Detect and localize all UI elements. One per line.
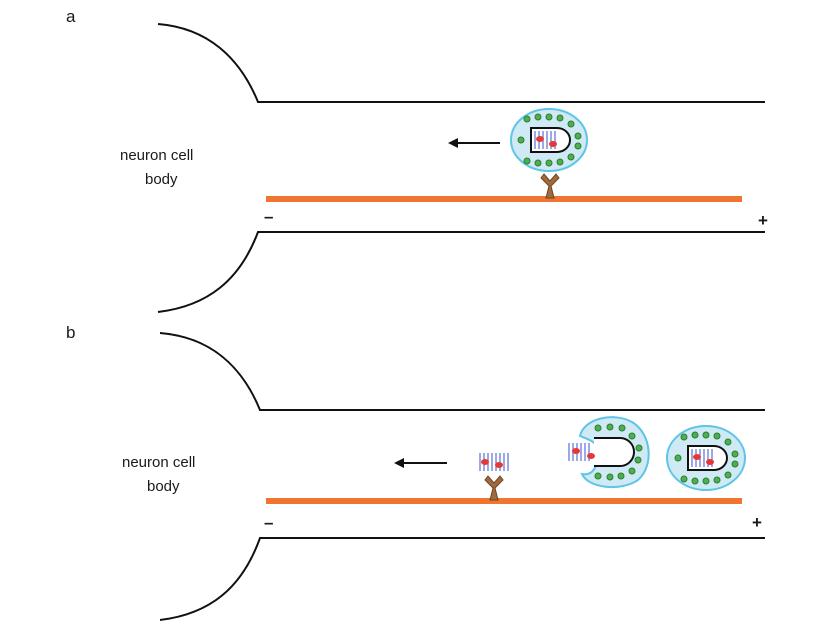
panel-letter-b: b <box>66 323 75 342</box>
dynein-motor-icon <box>540 173 560 199</box>
capsid-icon <box>687 445 728 471</box>
microtubule <box>266 196 742 202</box>
cell-body-outline-top <box>159 332 765 411</box>
membrane-vesicle-icon <box>568 416 650 489</box>
membrane-protein-icon <box>674 431 739 485</box>
membrane-vesicle-icon <box>666 425 746 491</box>
panel-letter-a: a <box>66 7 76 26</box>
microtubule <box>266 498 742 504</box>
panel-b: b neuron cell body – + <box>66 323 765 621</box>
plus-end-label: + <box>758 211 768 230</box>
membrane-protein-icon <box>594 423 643 481</box>
cell-body-outline-bottom <box>159 537 765 621</box>
cell-body-label-line1: neuron cell <box>120 147 193 164</box>
cell-body-outline-top <box>157 23 765 103</box>
membrane-protein-icon <box>517 113 582 167</box>
membrane-vesicle-icon <box>510 108 588 172</box>
plus-end-label: + <box>752 513 762 532</box>
capsid-icon <box>530 127 571 153</box>
panel-a: a neuron cell body – + <box>66 7 768 313</box>
cell-body-label-line1: neuron cell <box>122 454 195 471</box>
dynein-motor-icon <box>484 475 504 501</box>
released-genome-icon <box>479 453 509 471</box>
minus-end-label: – <box>264 513 273 532</box>
capsid-icon <box>594 437 635 467</box>
cell-body-outline-bottom <box>157 231 765 313</box>
cell-body-label-line2: body <box>147 478 180 495</box>
minus-end-label: – <box>264 207 273 226</box>
cell-body-label-line2: body <box>145 171 178 188</box>
